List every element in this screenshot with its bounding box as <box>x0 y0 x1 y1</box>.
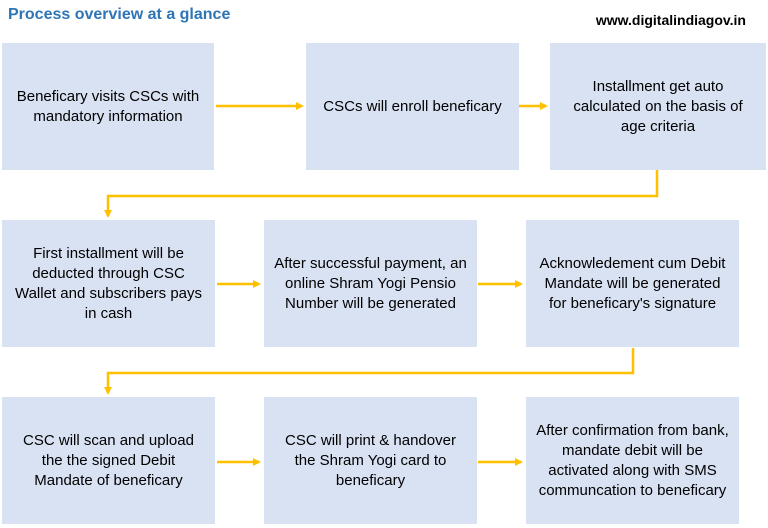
step-8-box: CSC will print & handover the Shram Yogi… <box>264 397 477 524</box>
connector-step6-to-step7 <box>104 348 635 395</box>
step-5-text: After successful payment, an online Shra… <box>274 254 467 312</box>
step-8-text: CSC will print & handover the Shram Yogi… <box>285 431 456 489</box>
step-2-box: CSCs will enroll beneficary <box>306 43 519 170</box>
step-9-text: After confirmation from bank, mandate de… <box>536 421 729 499</box>
step-7-box: CSC will scan and upload the the signed … <box>2 397 215 524</box>
step-1-box: Beneficary visits CSCs with mandatory in… <box>2 43 214 170</box>
connector-step3-to-step4 <box>104 170 659 218</box>
step-5-box: After successful payment, an online Shra… <box>264 220 477 347</box>
step-7-text: CSC will scan and upload the the signed … <box>23 431 194 489</box>
step-3-box: Installment get auto calculated on the b… <box>550 43 766 170</box>
step-9-box: After confirmation from bank, mandate de… <box>526 397 739 524</box>
step-3-text: Installment get auto calculated on the b… <box>573 77 743 135</box>
step-6-box: Acknowledement cum Debit Mandate will be… <box>526 220 739 347</box>
step-6-text: Acknowledement cum Debit Mandate will be… <box>539 254 726 312</box>
step-1-text: Beneficary visits CSCs with mandatory in… <box>16 87 200 125</box>
step-4-text: First installment will be deducted throu… <box>14 244 203 322</box>
website-url: www.digitalindiagov.in <box>595 12 746 28</box>
step-4-box: First installment will be deducted throu… <box>2 220 215 347</box>
page-title: Process overview at a glance <box>8 6 231 23</box>
step-2-text: CSCs will enroll beneficary <box>323 97 502 115</box>
